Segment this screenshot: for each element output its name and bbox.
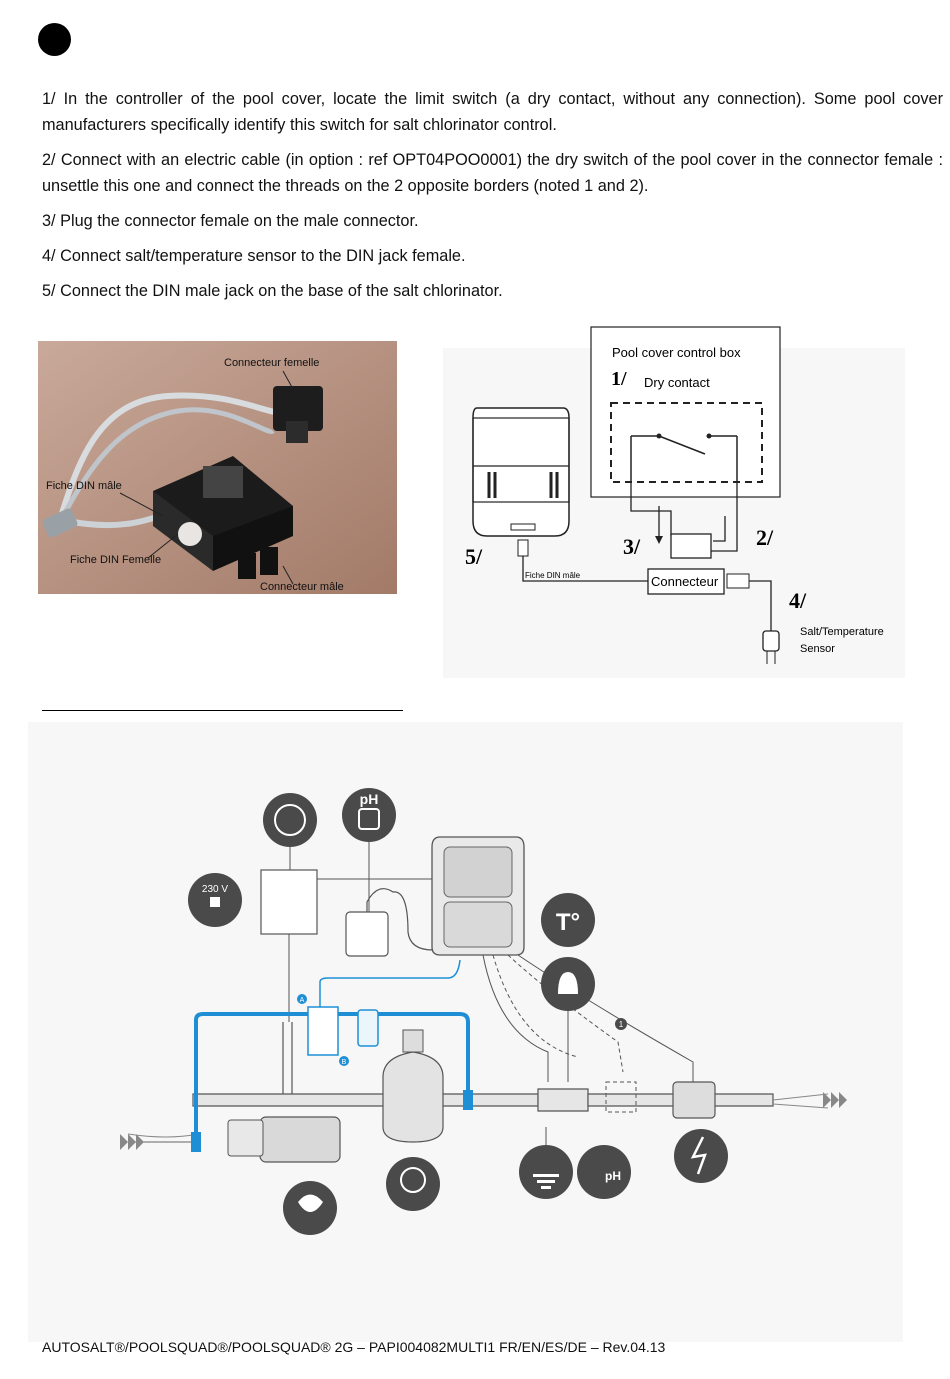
step-4: 4/ Connect salt/temperature sensor to th… [42, 247, 466, 265]
marker-1: 1 [619, 1020, 624, 1029]
voltage-label: 230 V [202, 884, 228, 895]
sensor-label-2: Sensor [800, 643, 835, 655]
ph-icon-label: pH [360, 791, 379, 807]
instruction-steps: 1/ In the controller of the pool cover, … [42, 86, 943, 313]
ph-probe-label: pH [605, 1169, 621, 1183]
label-female-connector: Connecteur femelle [224, 357, 319, 369]
page-footer: AUTOSALT®/POOLSQUAD®/POOLSQUAD® 2G – PAP… [42, 1339, 666, 1355]
filter-icon [386, 1157, 440, 1211]
marker-b: B [342, 1059, 347, 1066]
sensor-label-1: Salt/Temperature [800, 626, 884, 638]
installation-diagram: pH 230 V T° pH A B 1 [28, 722, 903, 1342]
section-bullet [38, 23, 71, 56]
step-5: 5/ Connect the DIN male jack on the base… [42, 282, 503, 300]
label-din-male: Fiche DIN mâle [46, 480, 122, 492]
step-2: 2/ Connect with an electric cable (in op… [42, 151, 943, 195]
step4-label: 4/ [789, 588, 807, 613]
pool-cover-box [590, 326, 781, 498]
temp-icon-label: T° [556, 909, 580, 936]
box-title: Pool cover control box [612, 345, 741, 360]
step2-label: 2/ [756, 525, 774, 550]
pressure-gauge-icon [263, 793, 317, 847]
dry-contact-label: Dry contact [644, 375, 710, 390]
din-male-label: Fiche DIN mâle [525, 571, 581, 580]
connector-label: Connecteur [651, 574, 719, 589]
label-din-female: Fiche DIN Femelle [70, 554, 161, 566]
step5-label: 5/ [465, 544, 483, 569]
step3-label: 3/ [623, 534, 641, 559]
step1-label: 1/ [611, 368, 627, 390]
connector-photo: Connecteur femelle Fiche DIN mâle Fiche … [38, 341, 397, 594]
marker-a: A [300, 997, 305, 1004]
temperature-icon [541, 893, 595, 947]
step-3: 3/ Plug the connector female on the male… [42, 212, 419, 230]
ph-probe-icon [577, 1145, 631, 1199]
step-1: 1/ In the controller of the pool cover, … [42, 90, 943, 134]
ground-icon [519, 1145, 573, 1199]
wiring-diagram: Pool cover control box 1/ Dry contact 5/… [443, 326, 905, 678]
label-male-connector: Connecteur mâle [260, 581, 344, 593]
ph-tank-icon [342, 788, 396, 842]
section-divider [42, 710, 403, 711]
